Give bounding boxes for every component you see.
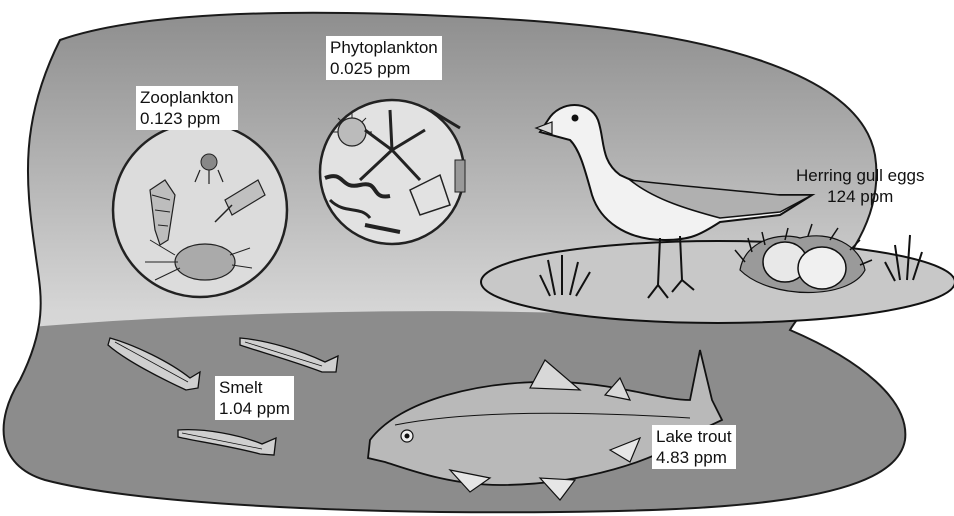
phytoplankton-label: Phytoplankton 0.025 ppm <box>326 36 442 80</box>
lake-trout-label: Lake trout 4.83 ppm <box>652 425 736 469</box>
herring-gull-eggs-label: Herring gull eggs 124 ppm <box>792 164 929 208</box>
smelt-value: 1.04 ppm <box>219 398 290 419</box>
smelt-name: Smelt <box>219 377 290 398</box>
lake-trout-value: 4.83 ppm <box>656 447 732 468</box>
zooplankton-label: Zooplankton 0.123 ppm <box>136 86 238 130</box>
zooplankton-name: Zooplankton <box>140 87 234 108</box>
smelt-label: Smelt 1.04 ppm <box>215 376 294 420</box>
lake-trout-name: Lake trout <box>656 426 732 447</box>
zooplankton-value: 0.123 ppm <box>140 108 234 129</box>
phytoplankton-value: 0.025 ppm <box>330 58 438 79</box>
phytoplankton-illustration <box>320 100 465 244</box>
herring-gull-eggs-value: 124 ppm <box>796 186 925 207</box>
herring-gull-eggs-name: Herring gull eggs <box>796 165 925 186</box>
phytoplankton-name: Phytoplankton <box>330 37 438 58</box>
zooplankton-illustration <box>113 123 287 297</box>
